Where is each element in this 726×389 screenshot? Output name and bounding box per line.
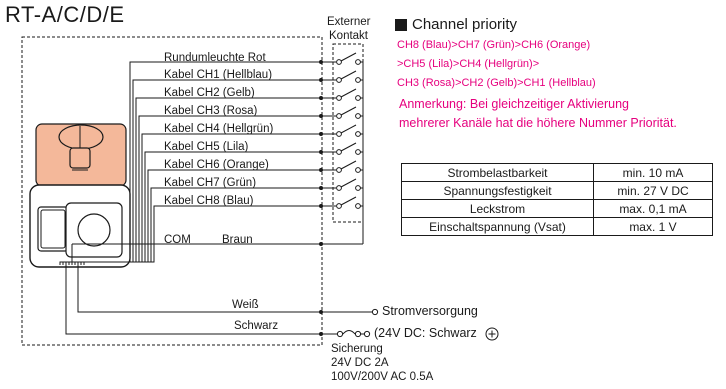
fuse-ac: 100V/200V AC 0.5A (331, 371, 434, 383)
priority-heading: Channel priority (412, 16, 518, 33)
priority-line-3: CH3 (Rosa)>CH2 (Gelb)>CH1 (Hellblau) (397, 77, 596, 89)
priority-square-icon (395, 19, 407, 31)
housing-outline (21, 36, 323, 346)
table-row: Einschaltspannung (Vsat) max. 1 V (401, 217, 713, 236)
spec-value: max. 0,1 mA (593, 199, 713, 218)
wire-label-red: Rundumleuchte Rot (164, 52, 266, 64)
black-wire (65, 265, 322, 335)
power-supply-label: Stromversorgung (382, 304, 478, 318)
relay-contact-switch (340, 142, 357, 152)
wire-label-ch1: Kabel CH1 (Hellblau) (164, 69, 273, 81)
relay-contact-terminal (336, 77, 342, 83)
relay-contact-terminal (355, 149, 361, 155)
relay-contact-switch (340, 178, 357, 188)
wire-label-ch2: Kabel CH2 (Gelb) (164, 87, 255, 99)
relay-contact-group (319, 52, 363, 209)
spec-name: Einschaltspannung (Vsat) (401, 217, 594, 236)
relay-contact-terminal (355, 167, 361, 173)
wire-label-ch3: Kabel CH3 (Rosa) (164, 105, 258, 117)
table-row: Strombelastbarkeit min. 10 mA (401, 163, 713, 182)
relay-contact-terminal (336, 95, 342, 101)
spec-value: min. 27 V DC (593, 181, 713, 200)
priority-line-2: >CH5 (Lila)>CH4 (Hellgrün)> (397, 58, 540, 70)
relay-contact-terminal (355, 77, 361, 83)
channel-wire (83, 205, 336, 265)
relay-contact-switch (340, 70, 357, 80)
wire-label-ch7: Kabel CH7 (Grün) (164, 177, 257, 189)
fuse-title: Sicherung (331, 343, 383, 355)
relay-contact-switch (340, 160, 357, 170)
relay-contact-terminal (336, 131, 342, 137)
white-wire-label: Weiß (232, 299, 259, 311)
priority-note-1: Anmerkung: Bei gleichzeitiger Aktivierun… (399, 97, 629, 111)
external-contact-label-1: Externer (327, 16, 371, 28)
relay-contact-terminal (336, 59, 342, 65)
external-contact-label-2: Kontakt (329, 30, 368, 42)
wire-label-ch4: Kabel CH4 (Hellgrün) (164, 123, 274, 135)
priority-line-1: CH8 (Blau)>CH7 (Grün)>CH6 (Orange) (397, 39, 591, 51)
relay-contact-terminal (336, 203, 342, 209)
table-row: Leckstrom max. 0,1 mA (401, 199, 713, 218)
spec-value: min. 10 mA (593, 163, 713, 182)
white-wire (77, 265, 322, 313)
relay-contact-terminal (355, 131, 361, 137)
spec-value: max. 1 V (593, 217, 713, 236)
com-color-label: Braun (222, 234, 253, 246)
relay-contact-switch (340, 124, 357, 134)
spec-name: Strombelastbarkeit (401, 163, 594, 182)
page-title: RT-A/C/D/E (5, 2, 125, 27)
spec-table: Strombelastbarkeit min. 10 mA Spannungsf… (401, 163, 713, 236)
relay-contact-terminal (355, 95, 361, 101)
relay-contact-terminal (355, 59, 361, 65)
relay-contact-terminal (336, 113, 342, 119)
relay-contact-terminal (336, 185, 342, 191)
wire-label-ch8: Kabel CH8 (Blau) (164, 195, 254, 207)
relay-contact-terminal (355, 203, 361, 209)
power-voltage-note: (24V DC: Schwarz (374, 326, 477, 340)
black-wire-label: Schwarz (234, 320, 279, 332)
relay-contact-terminal (355, 113, 361, 119)
fuse-dc: 24V DC 2A (331, 357, 389, 369)
com-label: COM (164, 234, 191, 246)
relay-contact-switch (340, 106, 357, 116)
wire-label-ch6: Kabel CH6 (Orange) (164, 159, 269, 171)
relay-contact-terminal (355, 185, 361, 191)
relay-contact-switch (340, 196, 357, 206)
fuse-icon (322, 330, 371, 338)
priority-note-2: mehrerer Kanäle hat die höhere Nummer Pr… (399, 116, 677, 130)
relay-contact-switch (340, 88, 357, 98)
relay-contact-switch (340, 52, 357, 62)
beacon-lamp-icon (29, 123, 131, 268)
external-contact-box (332, 43, 364, 223)
wire-label-ch5: Kabel CH5 (Lila) (164, 141, 249, 153)
spec-name: Leckstrom (401, 199, 594, 218)
table-row: Spannungsfestigkeit min. 27 V DC (401, 181, 713, 200)
relay-contact-terminal (336, 167, 342, 173)
relay-contact-terminal (336, 149, 342, 155)
spec-name: Spannungsfestigkeit (401, 181, 594, 200)
